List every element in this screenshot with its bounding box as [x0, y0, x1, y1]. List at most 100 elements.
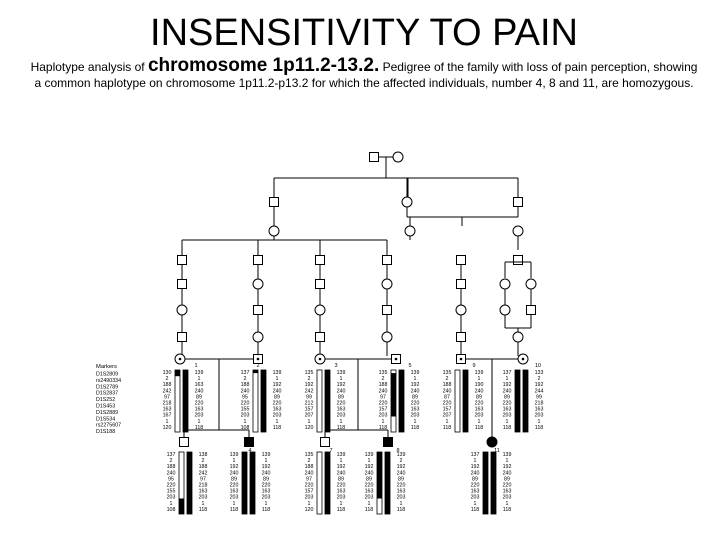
page-title: INSENSITIVITY TO PAIN: [150, 12, 578, 54]
allele-value: 89: [338, 476, 344, 482]
allele-value: 188: [443, 382, 452, 388]
allele-value: 89: [476, 394, 482, 400]
allele-value: 203: [262, 495, 271, 501]
allele-value: 203: [195, 413, 204, 419]
allele-value: 203: [471, 495, 480, 501]
allele-value: 240: [503, 388, 512, 394]
marker-name: D1S2889: [96, 410, 118, 416]
allele-value: 192: [273, 382, 282, 388]
allele-value: 240: [397, 470, 406, 476]
allele-value: 139: [365, 452, 374, 458]
male-symbol: [369, 152, 379, 162]
allele-value: 192: [305, 382, 314, 388]
male-symbol: [179, 437, 189, 447]
allele-value: 240: [305, 470, 314, 476]
allele-value: 220: [337, 483, 346, 489]
female-symbol: [381, 278, 393, 290]
male-symbol: [177, 279, 187, 289]
allele-value: 2: [382, 376, 385, 382]
allele-value: 1: [202, 501, 205, 507]
female-symbol: [252, 331, 264, 343]
allele-value: 118: [262, 507, 270, 513]
allele-value: 118: [535, 425, 543, 431]
allele-value: 244: [535, 388, 544, 394]
haplotype-bar-segment: [483, 452, 488, 514]
male-symbol: [315, 255, 325, 265]
affected-male-symbol: [244, 437, 254, 447]
allele-value: 89: [231, 476, 237, 482]
male-symbol: [513, 197, 523, 207]
allele-value: 220: [230, 483, 239, 489]
allele-value: 1: [474, 501, 477, 507]
allele-value: 139: [262, 452, 271, 458]
allele-value: 163: [163, 407, 172, 413]
allele-value: 95: [168, 476, 174, 482]
figure-caption: Haplotype analysis of chromosome 1p11.2-…: [30, 55, 698, 91]
allele-value: 139: [273, 370, 282, 376]
allele-value: 2: [170, 458, 173, 464]
allele-value: 220: [167, 483, 176, 489]
allele-value: 137: [471, 452, 480, 458]
allele-value: 207: [305, 413, 314, 419]
allele-value: 137: [241, 370, 250, 376]
allele-value: 203: [475, 413, 484, 419]
allele-value: 188: [379, 382, 388, 388]
allele-value: 118: [365, 507, 373, 513]
allele-value: 240: [230, 470, 239, 476]
allele-value: 89: [398, 476, 404, 482]
haplotype-bar-segment: [325, 452, 330, 514]
allele-value: 1: [198, 376, 201, 382]
allele-value: 220: [195, 401, 204, 407]
male-symbol: [382, 255, 392, 265]
allele-value: 157: [443, 407, 452, 413]
female-symbol: [392, 151, 404, 163]
allele-value: 203: [397, 495, 406, 501]
allele-value: 192: [535, 382, 544, 388]
female-symbol: [268, 225, 280, 237]
allele-value: 118: [195, 425, 203, 431]
allele-value: 242: [305, 388, 314, 394]
allele-value: 118: [471, 507, 479, 513]
allele-value: 118: [443, 425, 451, 431]
allele-value: 1: [166, 419, 169, 425]
haplotype-bar-segment: [175, 370, 180, 377]
allele-value: 89: [504, 394, 510, 400]
female-symbol: [499, 278, 511, 290]
allele-value: 118: [337, 425, 345, 431]
haplotype-bar-segment: [242, 452, 247, 514]
allele-value: 89: [274, 394, 280, 400]
allele-value: 1: [340, 376, 343, 382]
allele-value: 188: [241, 382, 250, 388]
allele-value: 188: [167, 464, 176, 470]
marker-name: D1S534: [96, 416, 115, 422]
haplotype-bar: [174, 369, 181, 433]
allele-value: 1: [506, 501, 509, 507]
allele-value: 203: [337, 495, 346, 501]
caption-emphasis: chromosome 1p11.2-13.2.: [147, 55, 380, 76]
allele-value: 167: [163, 413, 172, 419]
haplotype-bar-segment: [391, 373, 396, 417]
allele-value: 1: [478, 419, 481, 425]
allele-value: 163: [503, 489, 512, 495]
male-symbol: [253, 255, 263, 265]
allele-value: 163: [365, 489, 374, 495]
allele-value: 157: [379, 407, 388, 413]
allele-value: 89: [504, 476, 510, 482]
allele-value: 1: [474, 458, 477, 464]
allele-value: 218: [199, 483, 208, 489]
allele-value: 192: [230, 464, 239, 470]
allele-value: 87: [444, 394, 450, 400]
allele-value: 163: [397, 489, 406, 495]
allele-value: 139: [397, 452, 406, 458]
haplotype-bar: [252, 369, 259, 433]
allele-value: 1: [340, 501, 343, 507]
allele-value: 240: [365, 470, 374, 476]
allele-value: 218: [535, 401, 544, 407]
allele-value: 192: [503, 464, 512, 470]
allele-value: 118: [199, 507, 207, 513]
allele-value: 240: [167, 470, 176, 476]
haplotype-bar-segment: [183, 370, 188, 432]
haplotype-bar-segment: [399, 370, 404, 432]
allele-value: 2: [400, 458, 403, 464]
marker-name: D1S188: [96, 429, 115, 435]
